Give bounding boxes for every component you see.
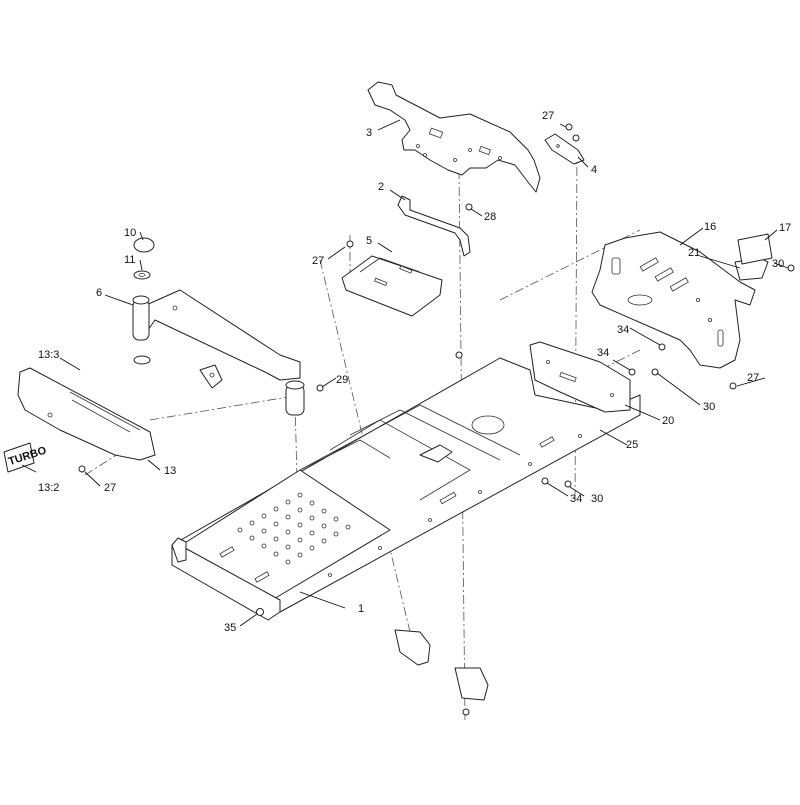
part-10-cap (133, 237, 155, 253)
callout-3: 3 (366, 127, 372, 139)
callout-13-3: 13:3 (38, 349, 59, 361)
part-1-main-frame (171, 357, 641, 621)
callout-29: 29 (336, 374, 348, 386)
callout-1: 1 (358, 603, 364, 615)
deck-hole-pattern (237, 492, 351, 565)
lower-bracket-right (454, 667, 489, 701)
part-5-mounting-plate (341, 255, 443, 317)
part-3-console-plate (367, 81, 541, 193)
callout-13: 13 (164, 465, 176, 477)
callout-27-top: 27 (542, 110, 554, 122)
callout-25: 25 (626, 439, 638, 451)
callout-6: 6 (96, 287, 102, 299)
part-17-decal (737, 233, 773, 265)
callout-labels: 1 2 3 4 5 6 10 11 13 13:2 13:3 16 17 20 … (38, 110, 791, 634)
callout-20: 20 (662, 415, 674, 427)
callout-27-right: 27 (747, 372, 759, 384)
callout-34-bottom: 34 (570, 493, 582, 505)
part-11-washer (133, 270, 151, 280)
callout-17: 17 (779, 222, 791, 234)
callout-35: 35 (224, 622, 236, 634)
callout-16: 16 (704, 221, 716, 233)
part-16-seat-pan (591, 231, 756, 369)
callout-34-bracket: 34 (597, 347, 609, 359)
callout-2: 2 (378, 181, 384, 193)
callout-11: 11 (124, 254, 135, 266)
lower-washer (133, 355, 151, 365)
leader-lines (21, 119, 789, 627)
part-6-lever-arm (132, 289, 305, 416)
part-2-rod-bracket (397, 195, 471, 257)
callout-30-mid: 30 (703, 401, 715, 413)
callout-13-2: 13:2 (38, 482, 59, 494)
callout-28: 28 (484, 211, 496, 223)
callout-27-mid: 27 (312, 255, 324, 267)
lower-bracket-left (394, 629, 431, 666)
part-13-2-turbo-decal: TURBO (3, 442, 48, 473)
callout-30-bottom: 30 (591, 493, 603, 505)
callout-10: 10 (124, 227, 136, 239)
callout-5: 5 (366, 235, 372, 247)
part-20-rear-bracket (529, 341, 631, 413)
part-13-shroud (17, 367, 156, 461)
callout-21: 21 (688, 247, 700, 259)
callout-27-left: 27 (104, 482, 116, 494)
fasteners (78, 123, 795, 716)
part-4-bracket (544, 133, 585, 165)
callout-4: 4 (591, 164, 597, 176)
callout-34-seat: 34 (617, 324, 629, 336)
callout-30-right: 30 (772, 258, 784, 270)
